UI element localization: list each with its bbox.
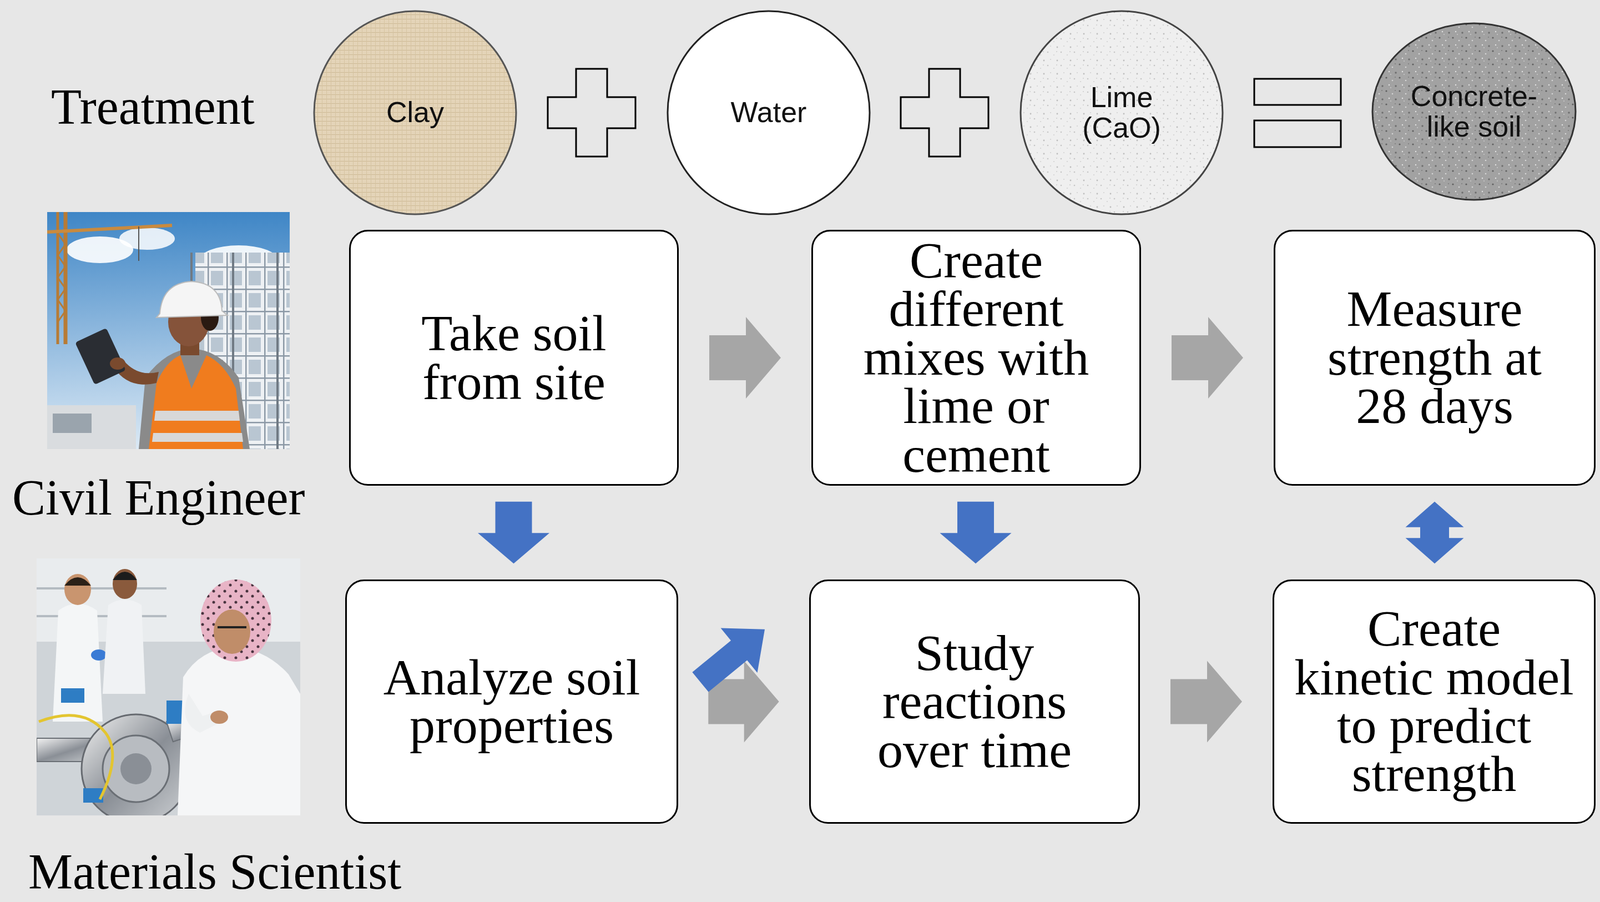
scientist-photo [36, 558, 301, 816]
scientist-photo [61, 688, 85, 703]
plus-sign [547, 68, 636, 157]
plus-sign [900, 68, 989, 157]
scientist-photo [64, 573, 92, 605]
scientist-photo [112, 571, 138, 580]
engineer-photo [57, 233, 66, 322]
scientist-photo [91, 649, 107, 661]
engineer-photo [52, 413, 92, 433]
role-label: Civil Engineer [12, 472, 305, 523]
circle-outline [314, 11, 517, 215]
scientist-photo [177, 646, 301, 816]
role-label: Materials Scientist [28, 846, 402, 897]
flow-arrow [1171, 316, 1244, 399]
node-text-group: Create different mixes with lime or ceme… [848, 236, 1104, 479]
scientist-photo [112, 568, 138, 599]
equals-sign [1254, 120, 1341, 148]
process-box: Take soil from site [349, 229, 679, 486]
engineer-photo [138, 348, 250, 449]
ingredient-circle: Concrete-like soil [1371, 22, 1577, 201]
scientist-photo [38, 715, 113, 800]
node-text-group: Take soil from site [399, 309, 629, 407]
process-text: Take soil from site [399, 309, 629, 407]
ingredient-label: Lime (CaO) [1071, 82, 1173, 144]
scientist-photo [36, 588, 167, 617]
ingredient-circle: Water [666, 9, 871, 216]
engineer-photo [148, 355, 244, 449]
node-text-group: Measure strength at 28 days [1314, 284, 1555, 431]
scientist-photo [36, 558, 301, 816]
ingredient-label: Clay [386, 97, 444, 128]
process-text: Create different mixes with lime or ceme… [848, 236, 1104, 479]
flow-arrow [1170, 660, 1243, 743]
engineer-photo [47, 225, 173, 232]
engineer-photo [109, 357, 126, 370]
flow-arrow [477, 501, 550, 564]
ingredient-circle: Lime (CaO) [1019, 9, 1224, 216]
process-box: Create kinetic model to predict strength [1272, 579, 1596, 824]
node-text-group: Study reactions over time [859, 628, 1090, 775]
scientist-photo [52, 603, 103, 723]
scientist-photo [166, 700, 184, 724]
engineer-photo [156, 281, 228, 318]
ingredient-label: Water [730, 97, 807, 128]
node-text-group: Analyze soil properties [358, 653, 665, 751]
engineer-photo [47, 405, 136, 449]
process-text: Analyze soil properties [358, 653, 665, 751]
node-text-group: Clay [386, 97, 444, 128]
circle-outline [1020, 11, 1223, 215]
process-text: Measure strength at 28 days [1314, 284, 1555, 431]
engineer-photo [138, 226, 140, 261]
process-text: Create kinetic model to predict strength [1293, 604, 1576, 799]
process-box: Measure strength at 28 days [1273, 229, 1596, 486]
process-box: Create different mixes with lime or ceme… [811, 229, 1142, 486]
circle-outline [1372, 23, 1576, 200]
flow-arrow [692, 628, 765, 693]
flow-arrow [1405, 501, 1465, 564]
node-text-group: Lime (CaO) [1071, 82, 1173, 144]
node-text-group: Concrete-like soil [1406, 81, 1542, 143]
scientist-photo [200, 579, 272, 662]
process-box: Analyze soil properties [345, 579, 679, 824]
node-text-group: Water [730, 97, 807, 128]
ingredient-label: Concrete-like soil [1406, 81, 1542, 143]
node-text-group: Create kinetic model to predict strength [1293, 604, 1576, 799]
equals-sign [1254, 78, 1341, 105]
engineer-photo [119, 227, 175, 250]
process-box: Study reactions over time [809, 579, 1140, 824]
process-text: Study reactions over time [859, 628, 1090, 775]
scientist-photo [213, 609, 251, 654]
scientist-photo [83, 788, 104, 803]
engineer-photo [154, 410, 240, 421]
role-label: Treatment [51, 82, 255, 133]
scientist-photo [102, 599, 146, 694]
scientist-photo [64, 577, 92, 586]
flow-arrow [940, 501, 1012, 564]
ingredient-circle: Clay [313, 9, 518, 216]
circle-outline [667, 11, 870, 215]
scientist-photo [210, 710, 229, 724]
engineer-photo [152, 432, 244, 442]
scientist-photo [120, 753, 152, 785]
plus-sign [547, 68, 636, 157]
equals-sign [1254, 78, 1341, 148]
scientist-photo [217, 626, 247, 629]
engineer-photo [74, 327, 126, 385]
plus-sign [900, 68, 989, 157]
engineer-photo [47, 212, 290, 449]
engineer-photo [47, 212, 290, 449]
flow-arrow [709, 316, 781, 399]
